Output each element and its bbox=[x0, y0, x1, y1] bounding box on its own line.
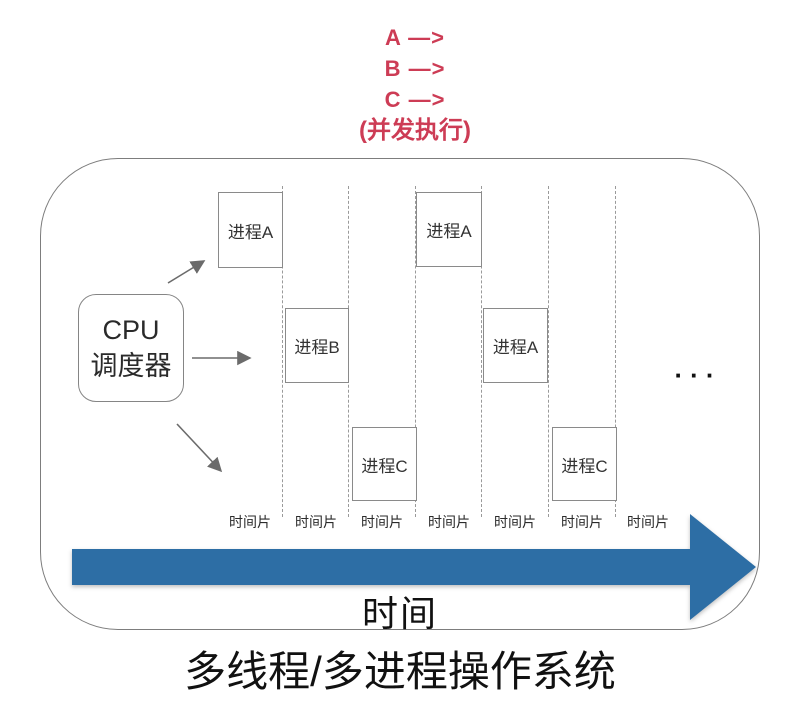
concurrency-header: A —> B —> C —> (并发执行) bbox=[30, 22, 800, 146]
process-box-col2: 进程B bbox=[285, 308, 349, 383]
timeslice-label: 时间片 bbox=[286, 512, 346, 532]
header-line-b: B —> bbox=[384, 56, 446, 81]
timeslice-divider bbox=[282, 186, 283, 517]
time-axis-label: 时间 bbox=[361, 593, 438, 634]
timeslice-divider bbox=[548, 186, 549, 517]
header-line-a: A —> bbox=[384, 25, 446, 50]
timeslice-label: 时间片 bbox=[618, 512, 678, 532]
timeslice-divider bbox=[615, 186, 616, 517]
process-box-col4: 进程A bbox=[416, 192, 482, 267]
scheduler-label: 调度器 bbox=[90, 351, 172, 381]
process-box-col3: 进程C bbox=[352, 427, 417, 501]
timeslice-label: 时间片 bbox=[485, 512, 545, 532]
process-box-col5: 进程A bbox=[483, 308, 548, 383]
cpu-scheduler-box: CPU 调度器 bbox=[78, 294, 184, 402]
timeslice-divider bbox=[415, 186, 416, 517]
timeslice-label: 时间片 bbox=[220, 512, 280, 532]
cpu-label: CPU bbox=[102, 315, 160, 345]
process-box-col6: 进程C bbox=[552, 427, 617, 501]
timeslice-label: 时间片 bbox=[419, 512, 479, 532]
header-line-concurrent: (并发执行) bbox=[359, 117, 471, 144]
diagram-caption: 多线程/多进程操作系统 bbox=[184, 648, 616, 695]
timeslice-divider bbox=[481, 186, 482, 517]
ellipsis: ··· bbox=[674, 360, 722, 390]
process-box-col1: 进程A bbox=[218, 192, 283, 268]
timeslice-label: 时间片 bbox=[552, 512, 612, 532]
timeslice-label: 时间片 bbox=[352, 512, 412, 532]
header-line-c: C —> bbox=[384, 87, 446, 112]
